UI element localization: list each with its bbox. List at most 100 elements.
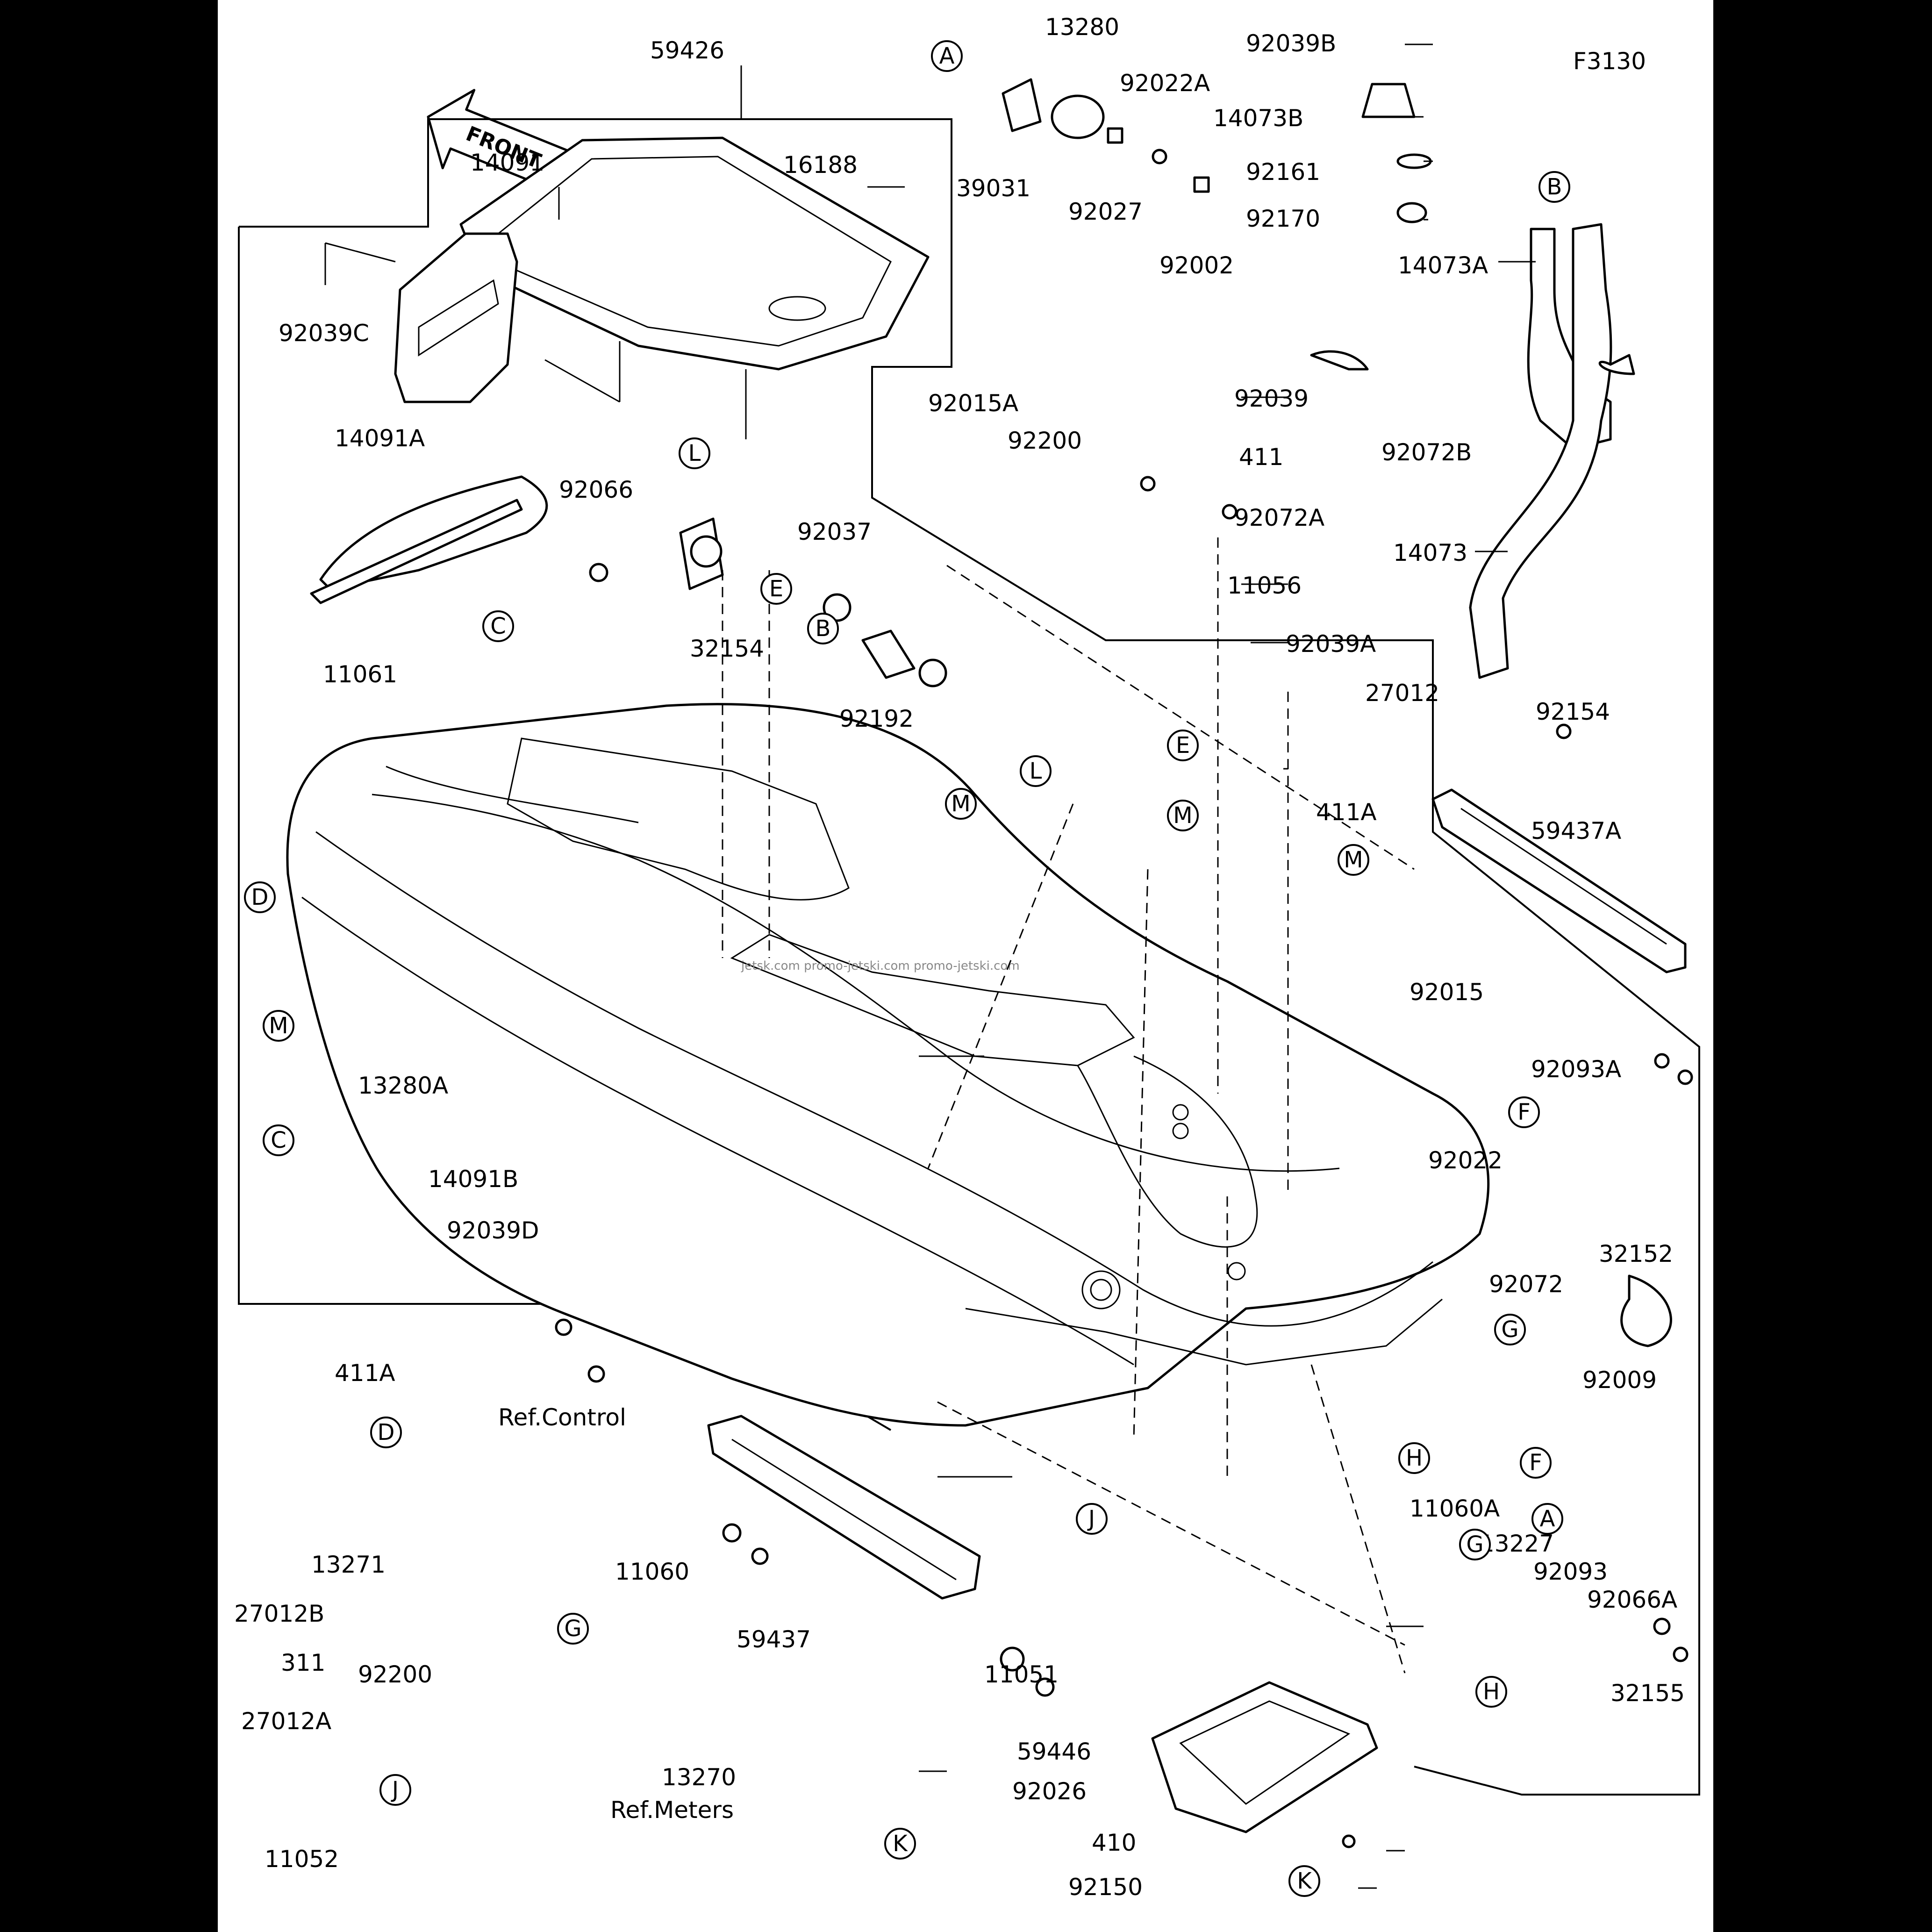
bubble-A-top: A — [939, 43, 955, 69]
washer-92022 — [1677, 1069, 1693, 1085]
nut-92015A — [1140, 476, 1156, 492]
vent-hose-14073 — [1310, 83, 1612, 679]
bubble-F-hull: F — [1529, 1450, 1542, 1476]
label-92072: 92072 — [1489, 1271, 1563, 1298]
bubble-M-hull: M — [951, 791, 970, 817]
label-92002: 92002 — [1159, 252, 1234, 279]
label-27012B: 27012B — [234, 1600, 324, 1627]
bubble-K-left: K — [893, 1831, 908, 1857]
label-59437A: 59437A — [1531, 817, 1621, 844]
exploded-parts-diagram: F3130 FRONT jetsk.com promo-jetski.com p… — [234, 14, 1700, 1901]
label-11060A: 11060A — [1410, 1495, 1500, 1522]
part-labels: 59426 16188 14091 92039C 14091A 92066 11… — [234, 14, 1685, 1901]
label-59437: 59437 — [737, 1626, 811, 1653]
washer-92200-2 — [751, 1547, 769, 1565]
bubble-D-left: D — [378, 1419, 395, 1445]
strake-59437A — [1431, 788, 1687, 973]
label-14073A: 14073A — [1398, 252, 1488, 279]
label-27012A: 27012A — [241, 1708, 331, 1735]
washer-410 — [1342, 1834, 1356, 1848]
label-411A: 411A — [1316, 799, 1377, 826]
leader-lines — [324, 43, 1536, 1889]
label-14091: 14091 — [470, 149, 544, 176]
label-92039C: 92039C — [279, 320, 369, 347]
label-32152: 32152 — [1599, 1240, 1673, 1267]
label-13270: 13270 — [662, 1764, 736, 1791]
strap-92072 — [1620, 1274, 1672, 1347]
bubble-D-hull: D — [251, 884, 269, 910]
bolt-92002 — [1193, 176, 1210, 193]
label-411A-2: 411A — [335, 1360, 395, 1387]
label-13280A: 13280A — [358, 1072, 448, 1099]
label-13227: 13227 — [1480, 1530, 1554, 1557]
nut-92015-2 — [1653, 1617, 1671, 1635]
label-92072B: 92072B — [1381, 439, 1472, 466]
clamp-92037-b — [918, 658, 947, 687]
label-11056: 11056 — [1227, 572, 1302, 599]
bubble-L-bin: L — [688, 440, 701, 466]
nut-92015A-3 — [555, 1318, 572, 1336]
bubble-G-right: G — [1501, 1317, 1518, 1343]
dashed-lines — [722, 537, 1415, 1674]
label-13280: 13280 — [1045, 14, 1119, 41]
label-92154: 92154 — [1536, 698, 1610, 725]
hose-92192 — [861, 630, 916, 679]
sponson-59437 — [707, 1415, 981, 1600]
nut-92015 — [1654, 1053, 1670, 1069]
label-92027: 92027 — [1068, 198, 1143, 225]
diagram-code: F3130 — [1573, 48, 1646, 75]
bubble-L-hull: L — [1030, 758, 1042, 784]
washer-411A — [1556, 723, 1572, 739]
plate-13270 — [1035, 1677, 1055, 1697]
grommet-92066 — [589, 563, 608, 582]
label-92093A: 92093A — [1531, 1056, 1621, 1083]
label-92022A: 92022A — [1120, 70, 1210, 97]
label-14091A: 14091A — [335, 425, 425, 452]
seal-14091A — [310, 475, 548, 604]
label-411: 411 — [1239, 444, 1283, 471]
label-92039D: 92039D — [447, 1217, 539, 1244]
bubble-A-hull: A — [1540, 1506, 1555, 1532]
diagram-sheet: F3130 FRONT jetsk.com promo-jetski.com p… — [218, 0, 1713, 1932]
label-11052: 11052 — [265, 1846, 339, 1873]
label-59446: 59446 — [1017, 1738, 1091, 1765]
label-92037-a: 92037 — [797, 518, 872, 545]
collar-92027 — [1107, 127, 1123, 144]
label-16188: 16188 — [783, 151, 858, 179]
label-ref-control: Ref.Control — [498, 1404, 626, 1431]
washer-411A-2 — [587, 1365, 605, 1383]
bubble-G-left: G — [564, 1616, 581, 1642]
bubble-C-left: C — [271, 1127, 286, 1153]
label-92161: 92161 — [1246, 158, 1320, 186]
bubble-C-top: C — [490, 613, 506, 639]
bubble-J-left: J — [391, 1777, 399, 1803]
label-92039A: 92039A — [1286, 630, 1376, 658]
label-92150: 92150 — [1068, 1874, 1143, 1901]
bubble-F-right: F — [1517, 1099, 1531, 1125]
cover-39031 — [1002, 78, 1042, 132]
label-ref-meters: Ref.Meters — [610, 1796, 734, 1824]
bubble-G-hull: G — [1466, 1531, 1483, 1558]
label-92039B: 92039B — [1246, 30, 1336, 57]
label-92026: 92026 — [1012, 1778, 1087, 1805]
label-92009: 92009 — [1582, 1367, 1657, 1394]
label-27012: 27012 — [1365, 680, 1439, 707]
label-32154: 32154 — [690, 635, 764, 662]
label-92066: 92066 — [559, 476, 633, 503]
label-92015: 92015 — [1410, 979, 1484, 1006]
label-92200-2: 92200 — [358, 1661, 432, 1688]
label-32155: 32155 — [1610, 1680, 1685, 1707]
hull: jetsk.com promo-jetski.com promo-jetski.… — [286, 703, 1490, 1427]
bubble-H-hull: H — [1406, 1445, 1423, 1471]
bubble-M-hull-3: M — [1344, 847, 1363, 873]
label-11060: 11060 — [615, 1558, 689, 1585]
bubble-E-hull: E — [1176, 732, 1190, 758]
callout-bubbles: A B C D E F G H J K L M M C D G J K H E … — [244, 40, 1570, 1897]
nut-92015A-2 — [722, 1523, 742, 1543]
bubble-H-right: H — [1483, 1679, 1500, 1705]
strap-92072B — [1598, 354, 1635, 375]
label-14091B: 14091B — [428, 1166, 518, 1193]
washer-92022-2 — [1673, 1646, 1689, 1662]
ride-plate-59446 — [1151, 1681, 1378, 1833]
bubble-E-top: E — [769, 576, 783, 602]
